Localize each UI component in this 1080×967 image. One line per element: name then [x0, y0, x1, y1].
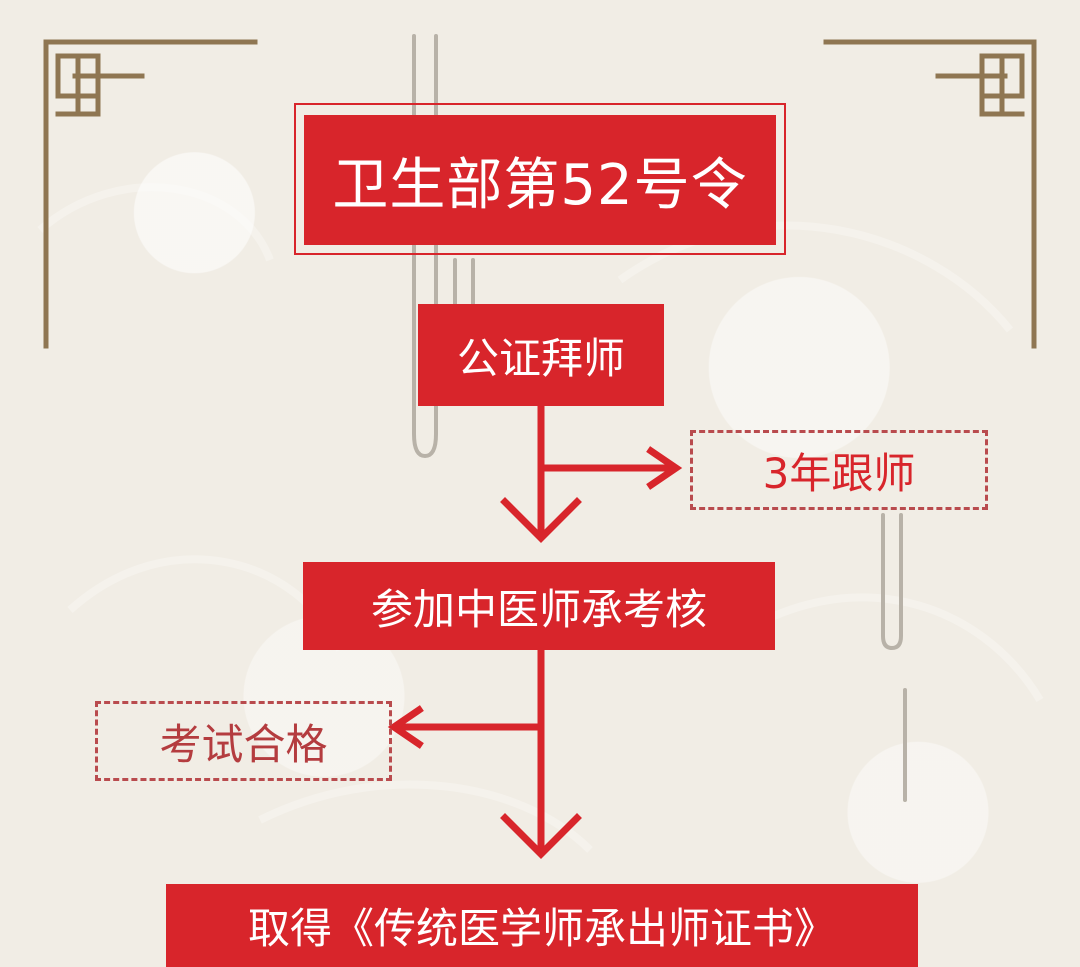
step-attend-assessment: 参加中医师承考核 — [303, 562, 775, 650]
left-corner-ornament — [43, 39, 258, 349]
connector-arrow-left — [387, 705, 424, 749]
step-notarized-apprenticeship: 公证拜师 — [418, 304, 664, 406]
note-exam-passed: 考试合格 — [95, 701, 392, 781]
decree-title: 卫生部第52号令 — [304, 115, 776, 245]
step-obtain-certificate: 取得《传统医学师承出师证书》 — [166, 884, 918, 967]
decree-title-box: 卫生部第52号令 — [294, 103, 786, 255]
connector-arrow-right — [646, 446, 683, 490]
connector-arrow-1 — [500, 497, 582, 543]
right-corner-ornament — [823, 39, 1037, 349]
background-texture — [37, 183, 1044, 853]
connector-arrow-2 — [500, 813, 582, 859]
note-three-years-training: 3年跟师 — [690, 430, 988, 510]
